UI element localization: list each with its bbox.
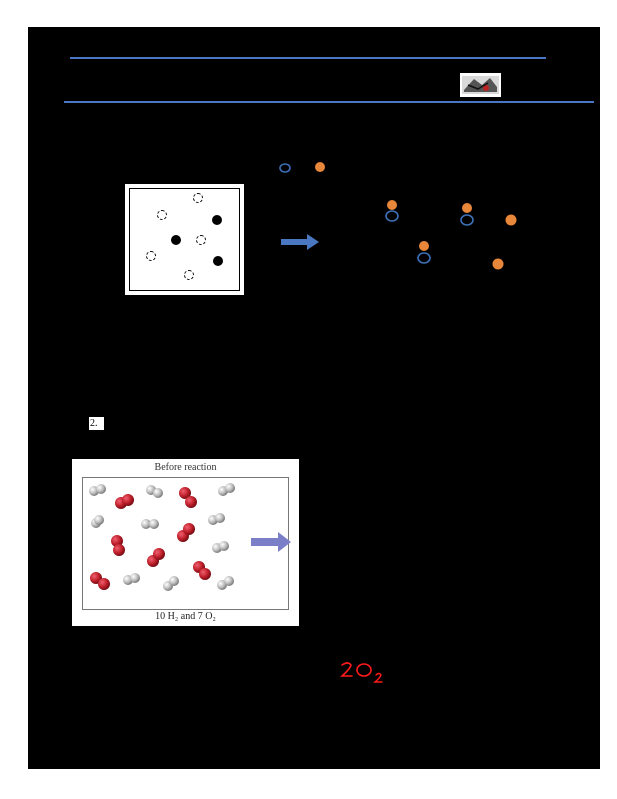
reactant-box-frame bbox=[129, 188, 240, 291]
solid-atom bbox=[171, 235, 181, 245]
worksheet-page: 2. Before reaction bbox=[28, 27, 600, 769]
reactant-box bbox=[125, 184, 244, 295]
hydrogen-molecule bbox=[212, 541, 229, 553]
open-atom bbox=[184, 270, 194, 280]
molecules-illustration bbox=[89, 483, 235, 591]
header-rule-bottom bbox=[64, 101, 594, 103]
legend-orange-particle bbox=[315, 162, 325, 172]
legend-ring-particle bbox=[279, 163, 291, 173]
open-atom bbox=[146, 251, 156, 261]
reaction-arrow bbox=[281, 234, 319, 250]
reaction-arrow bbox=[251, 532, 291, 552]
product-molecule bbox=[460, 203, 474, 226]
solid-atom bbox=[212, 215, 222, 225]
solid-atom bbox=[213, 256, 223, 266]
oxygen-molecule bbox=[147, 548, 165, 567]
product-orange-particle bbox=[505, 214, 517, 226]
open-atom bbox=[193, 193, 203, 203]
header-rule-top bbox=[70, 57, 546, 59]
oxygen-molecule bbox=[179, 487, 197, 508]
open-atom bbox=[196, 235, 206, 245]
header-logo bbox=[460, 73, 501, 97]
product-molecule bbox=[417, 241, 431, 264]
oxygen-molecule bbox=[111, 535, 125, 556]
figure-title: Before reaction bbox=[154, 462, 217, 473]
product-molecule bbox=[385, 200, 399, 222]
hydrogen-molecule bbox=[163, 576, 179, 591]
open-atom bbox=[157, 210, 167, 220]
hydrogen-molecule bbox=[91, 515, 104, 528]
hydrogen-molecule bbox=[218, 483, 235, 496]
oxygen-molecule bbox=[115, 494, 134, 509]
hydrogen-molecule bbox=[208, 513, 225, 525]
oxygen-molecule bbox=[193, 561, 211, 580]
hydrogen-molecule bbox=[123, 573, 140, 585]
handwritten-answer bbox=[339, 662, 383, 683]
hydrogen-molecule bbox=[146, 485, 163, 498]
product-orange-particle bbox=[492, 258, 504, 270]
question-number: 2. bbox=[89, 417, 104, 430]
hydrogen-molecule bbox=[89, 484, 106, 496]
oxygen-molecule bbox=[177, 523, 195, 542]
oxygen-molecule bbox=[90, 572, 110, 590]
figure-caption: 10 H₂ and 7 O₂ bbox=[155, 611, 216, 622]
hydrogen-molecule bbox=[217, 576, 234, 590]
hydrogen-molecule bbox=[141, 519, 159, 529]
product-particles bbox=[279, 162, 517, 270]
